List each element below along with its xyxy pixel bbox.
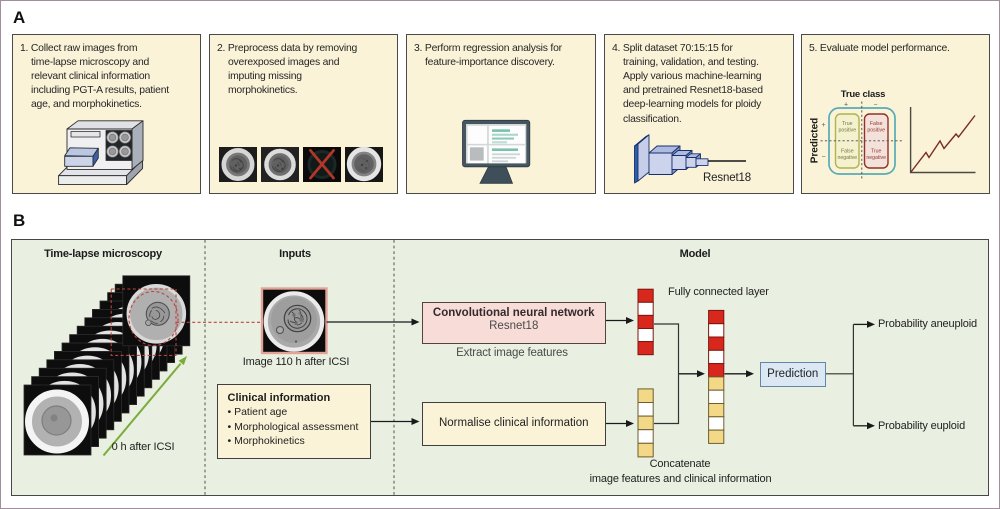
svg-text:positive: positive: [867, 128, 885, 134]
svg-text:True: True: [871, 149, 882, 155]
svg-text:False: False: [870, 121, 883, 127]
svg-text:negative: negative: [866, 155, 886, 161]
svg-text:True: True: [842, 121, 853, 127]
svg-text:+: +: [821, 122, 825, 129]
svg-text:negative: negative: [837, 155, 857, 161]
svg-text:−: −: [821, 154, 825, 161]
svg-text:−: −: [873, 102, 877, 109]
svg-text:+: +: [844, 102, 848, 109]
svg-text:positive: positive: [839, 128, 857, 134]
svg-text:False: False: [841, 149, 854, 155]
